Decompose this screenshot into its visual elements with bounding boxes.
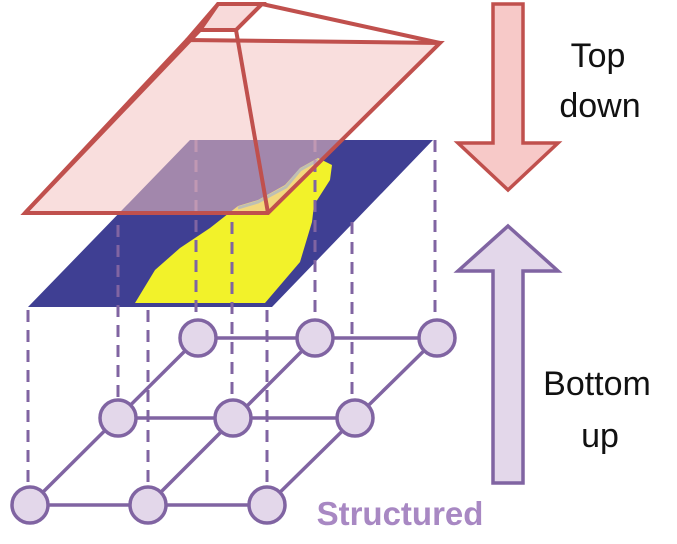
top-down-arrow	[453, 2, 563, 193]
graph-node	[213, 398, 253, 438]
graph-node	[295, 318, 335, 358]
graph-node	[98, 398, 138, 438]
projection-lines	[26, 140, 437, 500]
graph-node	[178, 318, 218, 358]
pyramid-edge	[234, 29, 270, 214]
graph-node	[335, 398, 375, 438]
structured-label: Structured	[317, 495, 484, 532]
top-down-label-line2: down	[559, 87, 640, 125]
graph-node	[417, 318, 457, 358]
pyramid-edge	[261, 2, 441, 45]
bottom-up-label-line2: up	[581, 417, 619, 455]
bottom-up-arrow	[453, 223, 563, 485]
top-down-label-line1: Top	[571, 37, 626, 75]
graph-node	[247, 485, 287, 525]
pyramid-edge	[185, 2, 220, 42]
graph-nodes	[10, 318, 457, 525]
graph-node	[10, 485, 50, 525]
pyramid	[20, 1, 445, 215]
bottom-up-label-line1: Bottom	[543, 365, 651, 403]
pyramid-edge	[23, 28, 202, 215]
graph-node	[128, 485, 168, 525]
